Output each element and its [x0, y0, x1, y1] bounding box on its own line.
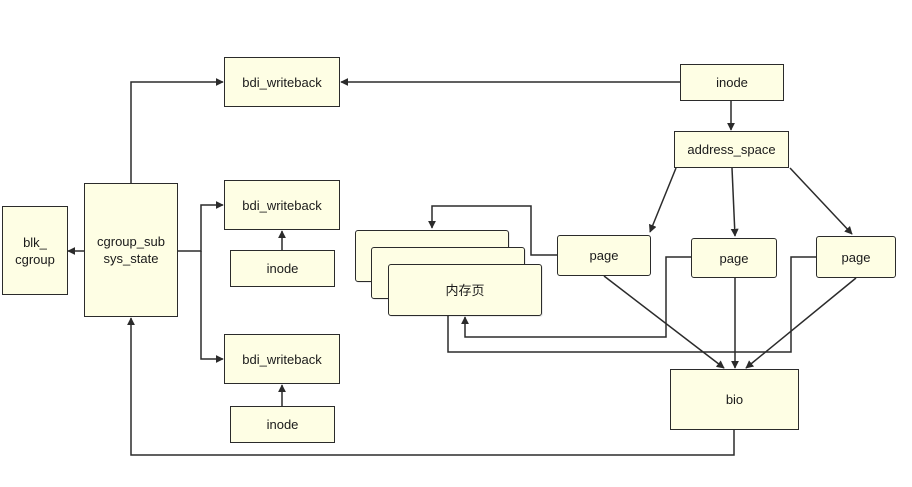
- edge-page-3-to-memory-page: [444, 256, 817, 353]
- edge-css-to-bdi-writeback-1: [130, 78, 224, 183]
- edge-page-1-to-memory-page: [428, 205, 558, 256]
- node-bdi-writeback-1: bdi_writeback: [224, 57, 340, 107]
- node-inode-3: inode: [230, 406, 335, 443]
- edge-address-space-to-page-2: [730, 167, 739, 237]
- node-bdi-writeback-3: bdi_writeback: [224, 334, 340, 384]
- edge-address-space-to-page-1: [649, 167, 677, 233]
- edge-page-3-to-bio: [745, 277, 857, 369]
- node-inode-2: inode: [230, 250, 335, 287]
- edge-css-to-bdi-writeback-2: [178, 201, 224, 252]
- node-blk-cgroup: blk_ cgroup: [2, 206, 68, 295]
- edge-bio-to-css: [127, 317, 735, 456]
- edge-page-2-to-memory-page: [461, 256, 692, 338]
- node-bio: bio: [670, 369, 799, 430]
- node-page-2: page: [691, 238, 777, 278]
- node-memory-page: 内存页: [388, 264, 542, 316]
- edge-page-1-to-bio: [603, 275, 725, 369]
- edge-address-space-to-page-3: [789, 167, 853, 235]
- node-address-space: address_space: [674, 131, 789, 168]
- node-cgroup-subsys-state: cgroup_sub sys_state: [84, 183, 178, 317]
- node-bdi-writeback-2: bdi_writeback: [224, 180, 340, 230]
- edge-css-to-bdi-writeback-3: [200, 251, 224, 363]
- node-inode-top: inode: [680, 64, 784, 101]
- node-page-1: page: [557, 235, 651, 276]
- node-page-3: page: [816, 236, 896, 278]
